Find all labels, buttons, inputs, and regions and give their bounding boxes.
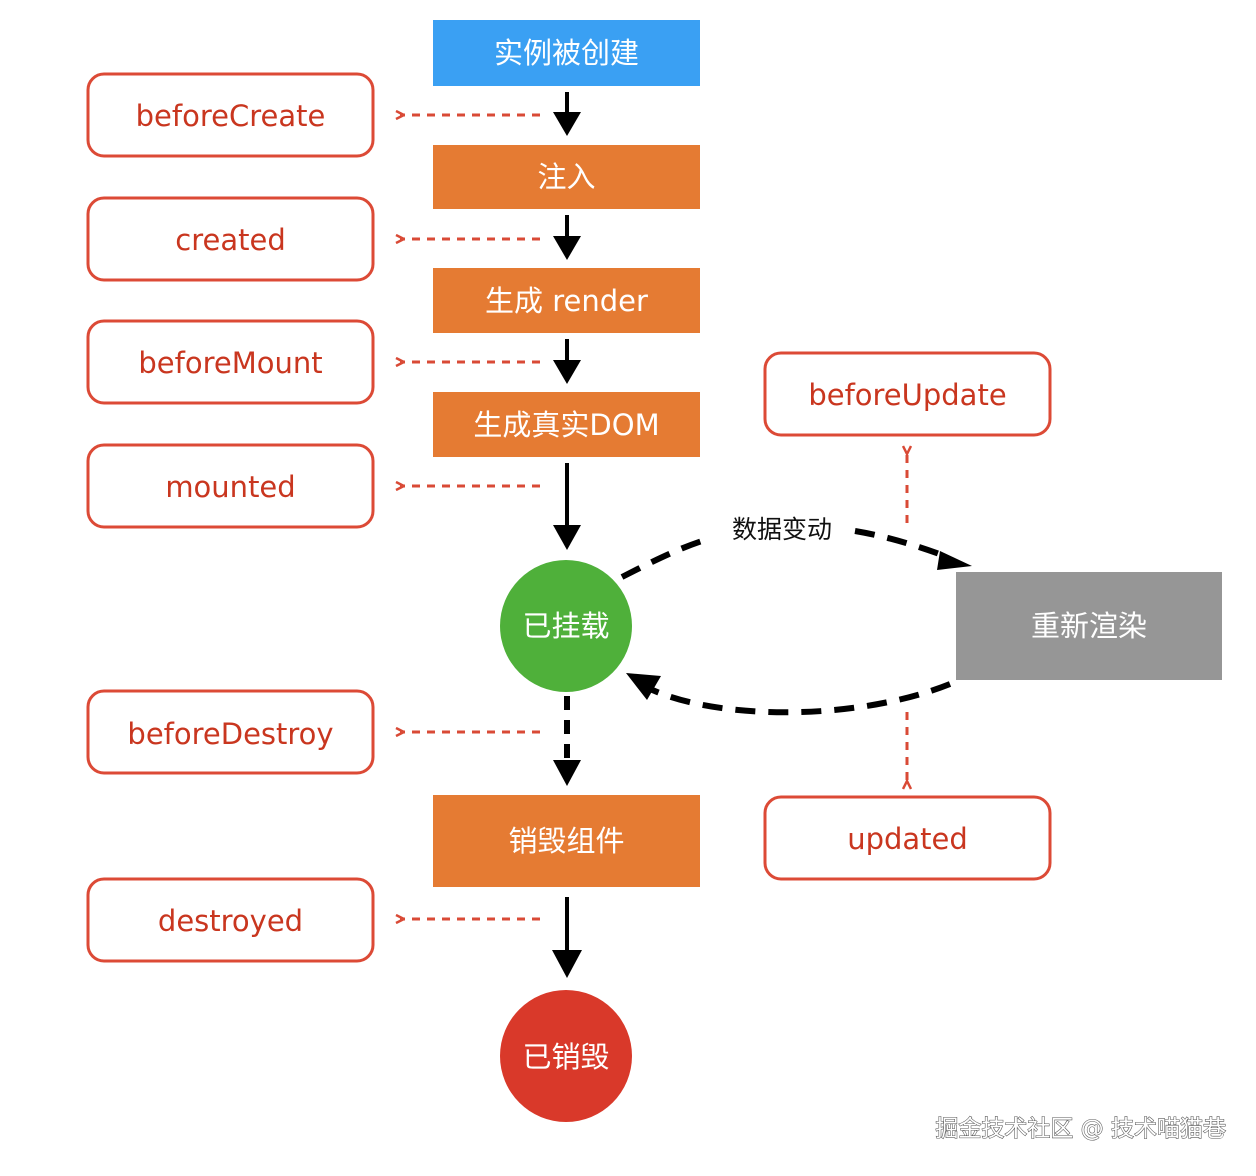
hook-before-create: beforeCreate [86,72,375,158]
step-generate-render-label: 生成 render [485,284,648,318]
loop-segment-in [854,528,947,559]
update-loop: 数据变动 [620,515,972,716]
step-inject-label: 注入 [537,160,595,194]
hook-updated-label: updated [847,822,968,856]
step-instance-created-label: 实例被创建 [494,36,639,70]
loop-segment-out [620,537,706,580]
arrow-render-to-dom [553,339,581,384]
state-destroyed: 已销毁 [500,990,632,1122]
state-mounted: 已挂载 [500,560,632,692]
hook-before-destroy-label: beforeDestroy [127,717,333,751]
hook-destroyed: destroyed [86,877,375,963]
hook-before-destroy: beforeDestroy [86,689,375,775]
arrow-created-to-inject [553,92,581,136]
hook-before-create-label: beforeCreate [136,99,326,133]
arrow-inject-to-render [553,215,581,260]
state-mounted-label: 已挂载 [522,609,609,643]
hook-destroyed-label: destroyed [158,904,303,938]
data-change-label: 数据变动 [732,515,832,544]
main-flow-arrows [552,92,582,978]
hook-created-label: created [175,223,285,257]
state-destroyed-label: 已销毁 [522,1040,609,1074]
step-destroy-component-label: 销毁组件 [508,824,624,858]
step-generate-render: 生成 render [433,268,700,333]
hook-created: created [86,196,375,282]
loop-segment-back [646,681,952,716]
hook-mounted-label: mounted [165,470,295,504]
step-instance-created: 实例被创建 [433,20,700,86]
hook-before-update: beforeUpdate [763,351,1052,437]
watermark: 掘金技术社区 @ 技术喵猫巷 [935,1116,1226,1142]
loop-arrowhead-to-mounted [626,673,661,700]
hook-before-mount: beforeMount [86,319,375,405]
loop-arrowhead-to-rerender [937,551,972,570]
hook-before-update-label: beforeUpdate [808,378,1006,412]
step-rerender: 重新渲染 [956,572,1222,680]
step-destroy-component: 销毁组件 [433,795,700,887]
step-inject: 注入 [433,145,700,209]
hook-updated: updated [763,795,1052,881]
arrow-dom-to-mounted [553,463,581,550]
arrow-mounted-to-destroy [553,696,581,786]
hook-before-mount-label: beforeMount [138,346,322,380]
step-rerender-label: 重新渲染 [1031,609,1147,643]
hook-mounted: mounted [86,443,375,529]
arrow-destroy-to-destroyed [552,897,582,978]
step-generate-dom: 生成真实DOM [433,392,700,457]
step-generate-dom-label: 生成真实DOM [473,408,659,442]
